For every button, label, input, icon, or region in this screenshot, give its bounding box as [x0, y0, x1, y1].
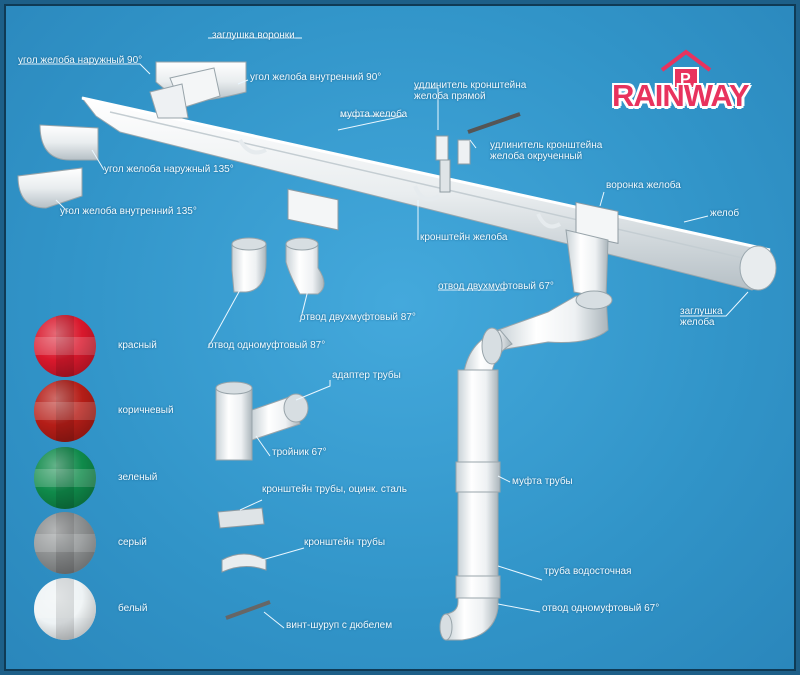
label-plug-funnel: заглушка воронки [212, 30, 295, 41]
label-single-bend-67: отвод одномуфтовый 67° [542, 603, 660, 614]
label-outer-corner-90: угол желоба наружный 90° [18, 55, 143, 66]
label-pipe-adapter: адаптер трубы [332, 370, 401, 381]
label-bracket-ext-curved-2: желоба окрученный [490, 151, 583, 162]
gutter [80, 96, 777, 291]
label-pipe-bracket-steel: кронштейн трубы, оцинк. сталь [262, 484, 407, 495]
label-pipe-coupling: муфта трубы [512, 476, 573, 487]
color-swatch-1 [34, 380, 96, 442]
funnel [565, 229, 609, 299]
logo-wordmark: RAINWAY [612, 78, 750, 113]
label-gutter: желоб [710, 208, 740, 219]
gutter-brackets [238, 138, 561, 229]
color-swatch-3 [34, 512, 96, 574]
label-gutter-coupling: муфта желоба [340, 109, 408, 120]
label-pipe-bracket: кронштейн трубы [304, 537, 386, 548]
label-bracket-ext-straight-2: желоба прямой [414, 91, 486, 102]
gutter-end-cap [739, 245, 777, 291]
label-bracket-ext-straight-1: удлинитель кронштейна [414, 80, 527, 91]
color-swatch-label: серый [118, 537, 147, 548]
color-swatch-label: белый [118, 603, 148, 614]
label-gutter-plug-2: желоба [680, 317, 715, 328]
label-double-bend-67: отвод двухмуфтовый 67° [438, 281, 554, 292]
bends-87 [231, 237, 325, 295]
color-swatch-label: красный [118, 340, 157, 351]
color-swatch-label: зеленый [118, 472, 158, 483]
label-tee-67: тройник 67° [272, 447, 327, 458]
label-inner-corner-90: угол желоба внутренний 90° [250, 72, 382, 83]
leader-lines [20, 37, 749, 629]
gutter-couplings [287, 188, 619, 244]
color-swatch-0 [34, 315, 96, 377]
label-bracket-ext-curved-1: удлинитель кронштейна [490, 140, 603, 151]
label-outer-corner-135: угол желоба наружный 135° [104, 164, 234, 175]
downpipe [439, 369, 501, 641]
gutter-corners [17, 61, 247, 209]
label-gutter-plug-1: заглушка [680, 306, 723, 317]
svg-text:P: P [680, 71, 691, 88]
house-drop-icon: P [660, 49, 712, 88]
label-screw-dowel: винт-шуруп с дюбелем [286, 620, 393, 631]
pipe-brackets [217, 507, 271, 620]
label-single-bend-87: отвод одномуфтовый 87° [208, 340, 326, 351]
label-double-bend-87: отвод двухмуфтовый 87° [300, 312, 416, 323]
color-swatch-2 [34, 447, 96, 509]
label-inner-corner-135: угол желоба внутренний 135° [60, 206, 197, 217]
double-socket-bend [463, 290, 613, 373]
color-swatch-4 [34, 578, 96, 640]
tee-and-adapter [215, 381, 309, 461]
label-gutter-bracket: кронштейн желоба [420, 232, 508, 243]
rainway-logo: P RAINWAY [612, 48, 782, 120]
label-downpipe: труба водосточная [544, 566, 632, 577]
bracket-extenders [435, 112, 521, 193]
color-swatch-label: коричневый [118, 405, 174, 416]
label-funnel: воронка желоба [606, 180, 681, 191]
